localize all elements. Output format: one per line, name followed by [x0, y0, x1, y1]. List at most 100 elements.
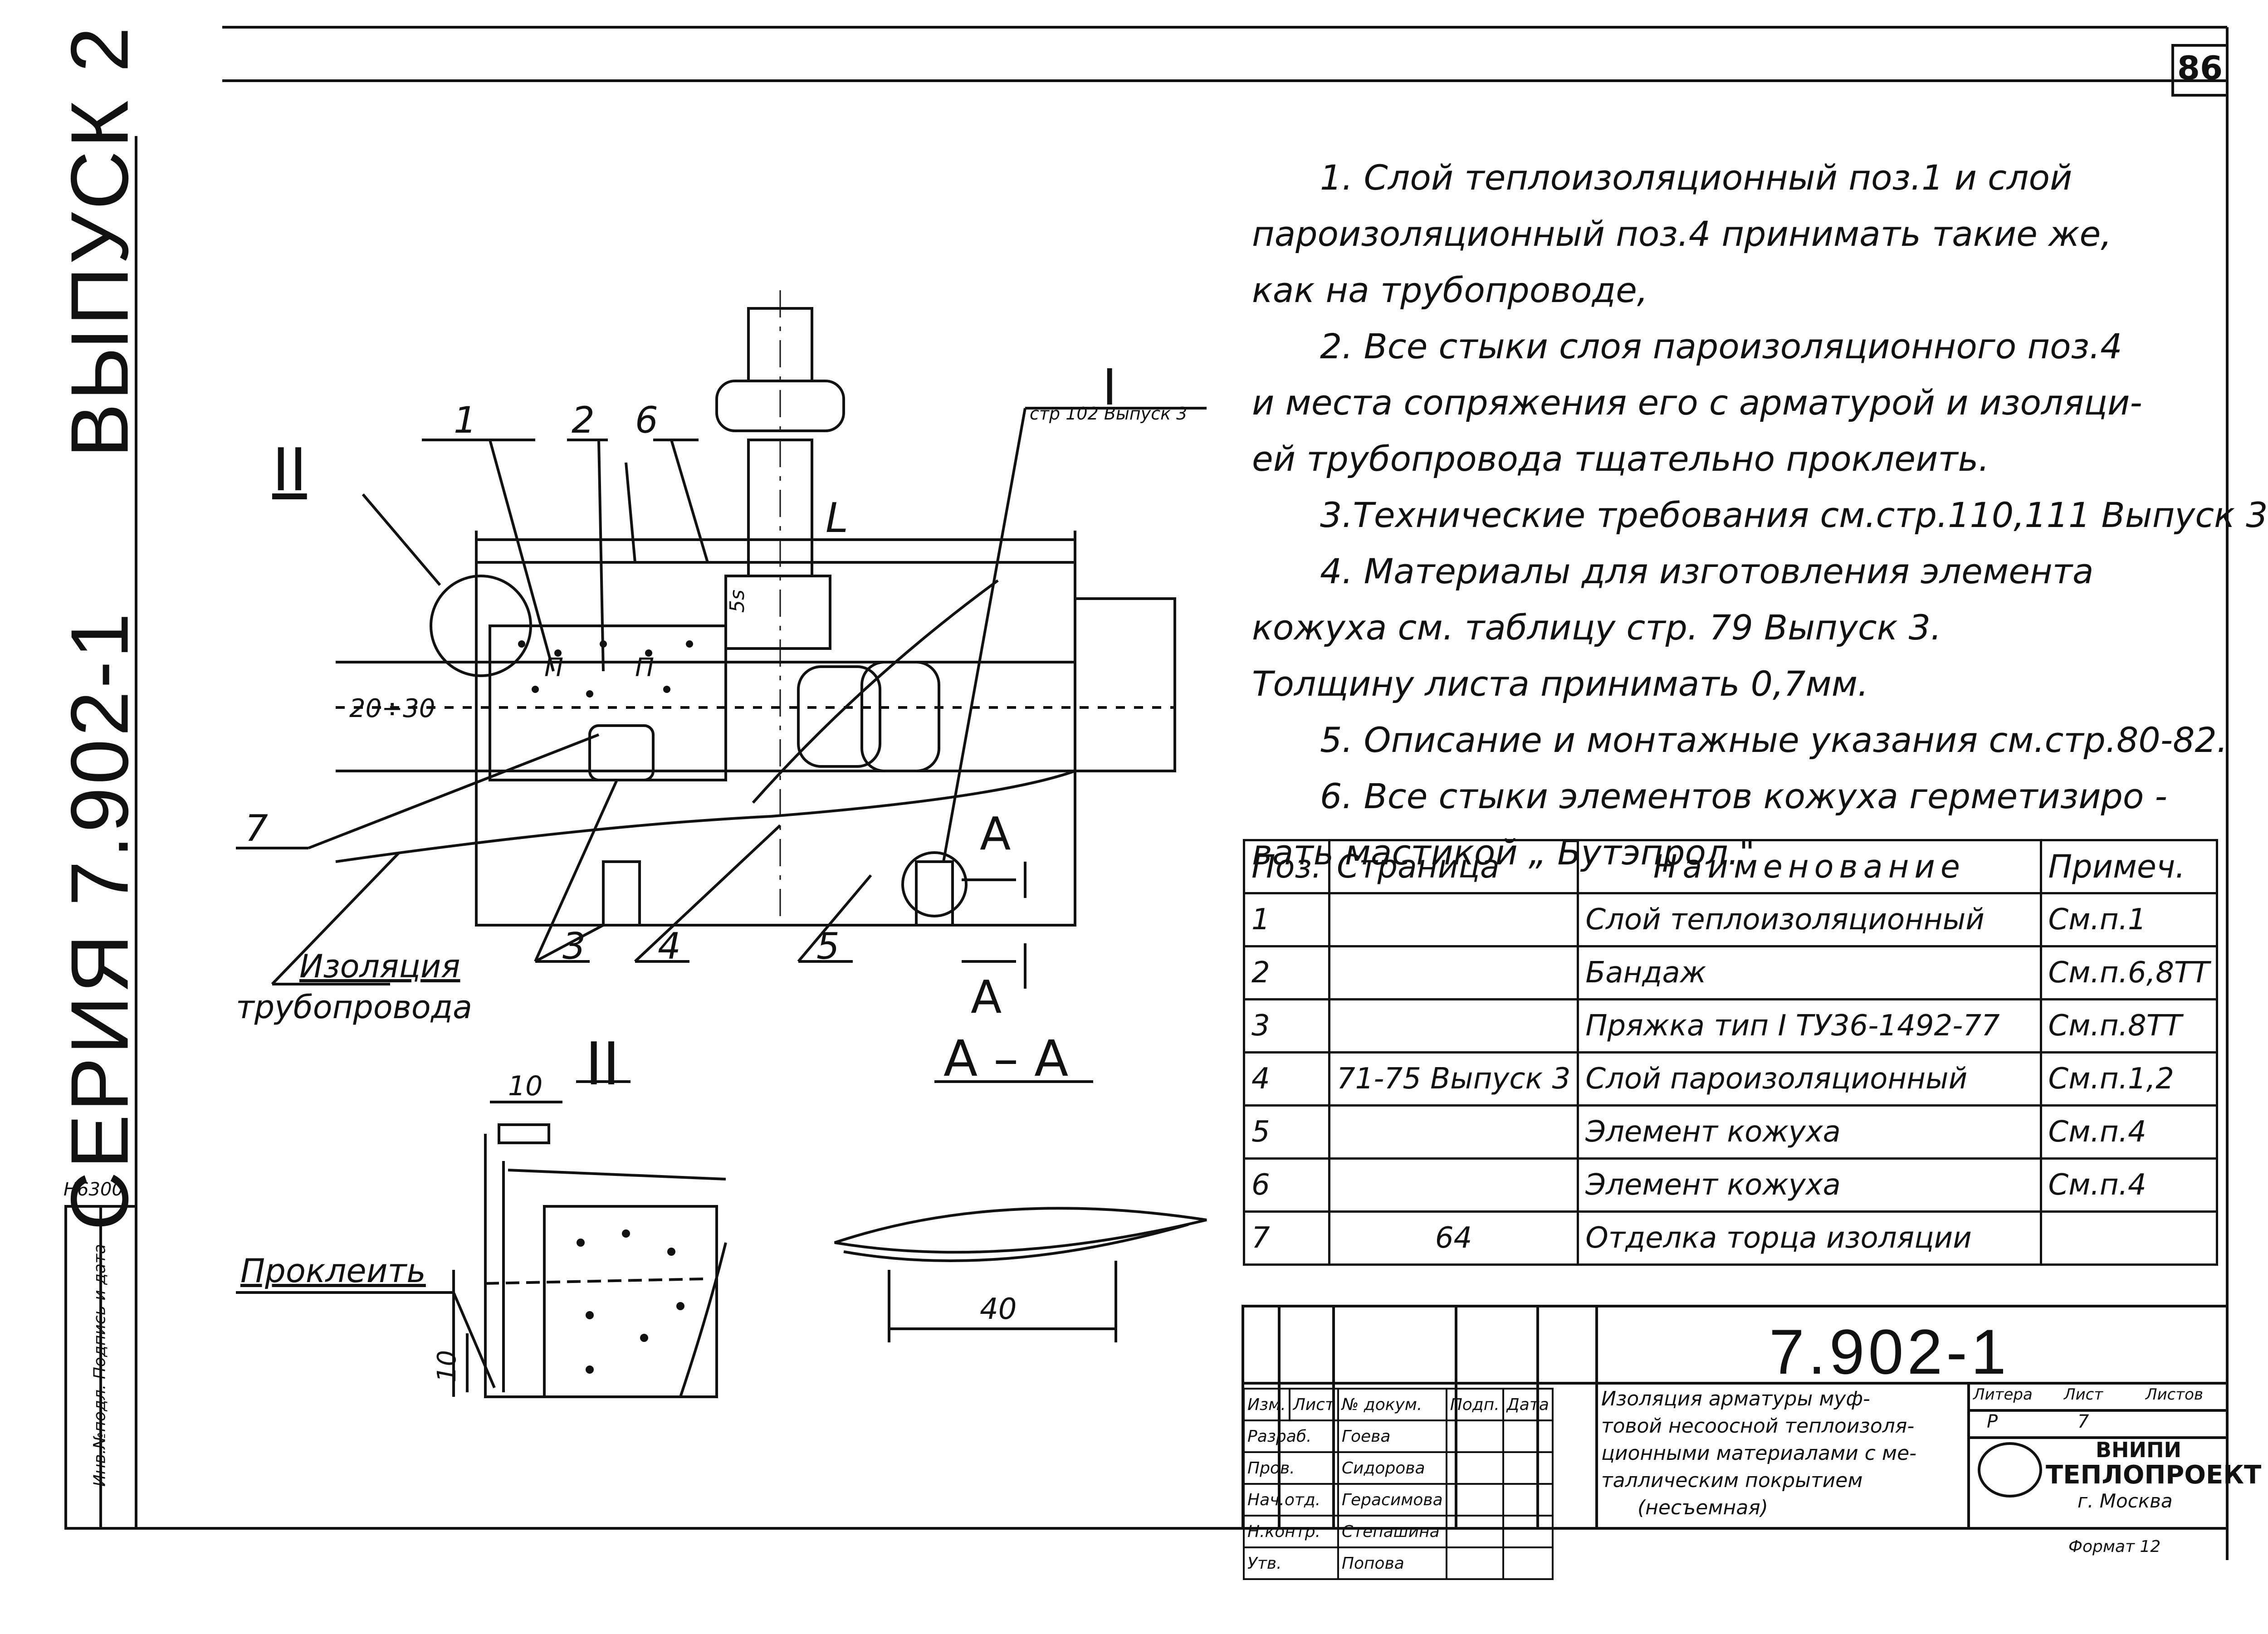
glue-label: Проклеить	[240, 1252, 426, 1290]
spec-cell: Элемент кожуха	[1577, 1104, 2042, 1160]
spec-cell: 2	[1243, 945, 1330, 1000]
document-title-line: таллическим покрытием	[1601, 1469, 1863, 1492]
tb-name: Сидорова	[1337, 1451, 1447, 1485]
spec-cell: Бандаж	[1577, 945, 2042, 1000]
tb-name: Попова	[1337, 1546, 1447, 1580]
note-line: 6. Все стыки элементов кожуха герметизир…	[1320, 776, 2167, 816]
position-label-1: 1	[454, 399, 477, 441]
spec-cell	[2039, 1210, 2219, 1266]
tb-role: Н.контр.	[1243, 1515, 1339, 1548]
spec-cell: См.п.1,2	[2039, 1051, 2219, 1107]
tb-date-cell	[1502, 1483, 1554, 1517]
note-line: 4. Материалы для изготовления элемента	[1320, 551, 2094, 591]
note-line: пароизоляционный поз.4 принимать такие ж…	[1252, 214, 2112, 254]
section-i-reference: стр 102 Выпуск 3	[1030, 404, 1188, 424]
tb-header-cell: Лист	[1288, 1388, 1339, 1421]
dimension-l: L	[826, 494, 849, 542]
signature-table: Изм. Лист № докум. Подп. Дата Разраб.Гое…	[1243, 1388, 1554, 1580]
detail-ii-view	[236, 1101, 727, 1398]
position-label-3: 3	[562, 925, 586, 967]
note-line: Толщину листа принимать 0,7мм.	[1252, 663, 1869, 704]
tb-date-cell	[1502, 1419, 1554, 1453]
pipeline-insulation-label: Изоляция	[299, 948, 460, 985]
tb-role: Нач.отд.	[1243, 1483, 1339, 1517]
signature-row: Разраб.Гоева	[1243, 1419, 1554, 1453]
spec-cell: 1	[1243, 892, 1330, 947]
p-mark: П	[544, 653, 564, 683]
tb-sign-cell	[1445, 1515, 1504, 1548]
spec-cell: Слой пароизоляционный	[1577, 1051, 2042, 1107]
spec-cell: 6	[1243, 1157, 1330, 1213]
dimension-5s: 5s	[725, 590, 749, 613]
spec-header-name: Наименование	[1577, 839, 2042, 894]
note-line: 3.Технические требования см.стр.110,111 …	[1320, 495, 2268, 535]
detail-ii-title: II	[585, 1029, 620, 1098]
spec-cell: Отделка торца изоляции	[1577, 1210, 2042, 1266]
position-label-4: 4	[658, 925, 681, 967]
tb-header-cell: Подп.	[1445, 1388, 1504, 1421]
note-line: 1. Слой теплоизоляционный поз.1 и слой	[1320, 157, 2072, 198]
signature-row: Утв.Попова	[1243, 1546, 1554, 1580]
tb-sign-cell	[1445, 1483, 1504, 1517]
spec-cell: 7	[1243, 1210, 1330, 1266]
stage-value-sheet: 7	[2077, 1411, 2089, 1432]
dimension-10-top: 10	[508, 1070, 543, 1102]
spec-header-note: Примеч.	[2039, 839, 2219, 894]
tb-header-cell: Дата	[1502, 1388, 1554, 1421]
spec-cell	[1328, 1104, 1579, 1160]
organization-name-1: ВНИПИ	[2096, 1438, 2182, 1462]
side-stamp-fields: Инв.№подл. Подпись и дата	[90, 1244, 109, 1487]
document-title: Изоляция арматуры муф- товой несоосной т…	[1601, 1385, 1916, 1522]
signature-row: Н.контр.Степашина	[1243, 1515, 1554, 1548]
spec-cell: 3	[1243, 998, 1330, 1054]
organization-name-2: ТЕПЛОПРОЕКТ	[2046, 1460, 2262, 1490]
dimension-20-30: 20÷30	[349, 694, 435, 723]
spec-cell: Пряжка тип I ТУ36-1492-77	[1577, 998, 2042, 1054]
section-a-a-view	[834, 1207, 1207, 1342]
document-title-line: Изоляция арматуры муф-	[1601, 1387, 1870, 1410]
side-stamp-code: Н6300	[64, 1179, 123, 1200]
spec-cell: См.п.4	[2039, 1157, 2219, 1213]
section-i-label: I	[1102, 358, 1117, 416]
tb-name: Гоева	[1337, 1419, 1447, 1453]
tb-date-cell	[1502, 1515, 1554, 1548]
tb-sign-cell	[1445, 1419, 1504, 1453]
sheet-number: 86	[2177, 49, 2223, 87]
spec-header-page: Страница	[1328, 839, 1579, 894]
document-code: 7.902-1	[1769, 1316, 2010, 1387]
series-issue: ВЫПУСК 2	[54, 24, 146, 458]
signature-header-row: Изм. Лист № докум. Подп. Дата	[1243, 1388, 1554, 1421]
spec-cell: См.п.1	[2039, 892, 2219, 947]
dimension-10-side: 10	[432, 1350, 462, 1383]
spec-cell	[1328, 1157, 1579, 1213]
signature-row: Пров.Сидорова	[1243, 1451, 1554, 1485]
spec-cell: 71-75 Выпуск 3	[1328, 1051, 1579, 1107]
note-line: кожуха см. таблицу стр. 79 Выпуск 3.	[1252, 607, 1942, 648]
signature-row: Нач.отд.Герасимова	[1243, 1483, 1554, 1517]
organization-city: г. Москва	[2077, 1490, 2173, 1512]
spec-cell: Слой теплоизоляционный	[1577, 892, 2042, 947]
note-line: 2. Все стыки слоя пароизоляционного поз.…	[1320, 326, 2122, 366]
notes-block: 1. Слой теплоизоляционный поз.1 и слой п…	[1252, 150, 2268, 881]
series-code: СЕРИЯ 7.902-1	[54, 610, 146, 1231]
spec-cell: Элемент кожуха	[1577, 1157, 2042, 1213]
tb-role: Пров.	[1243, 1451, 1339, 1485]
spec-cell: См.п.6,8ТТ	[2039, 945, 2219, 1000]
section-mark-a-bottom: A	[971, 971, 1002, 1024]
position-label-6: 6	[635, 399, 658, 441]
stage-value-litera: Р	[1987, 1411, 1998, 1432]
tb-date-cell	[1502, 1546, 1554, 1580]
sheet-number-box	[2171, 44, 2229, 97]
tb-name: Степашина	[1337, 1515, 1447, 1548]
note-line: ей трубопровода тщательно проклеить.	[1252, 439, 1989, 479]
note-line: 5. Описание и монтажные указания см.стр.…	[1320, 720, 2228, 760]
document-title-line: (несъемная)	[1637, 1496, 1768, 1519]
main-view	[236, 290, 1207, 1083]
tb-sign-cell	[1445, 1451, 1504, 1485]
